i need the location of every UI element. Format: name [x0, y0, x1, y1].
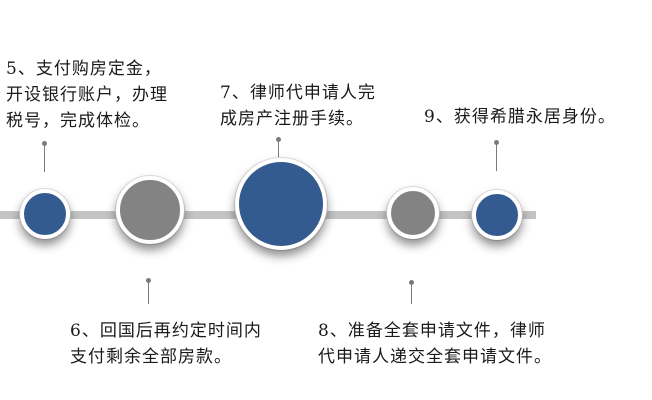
step-6-connector [148, 280, 149, 304]
step-6-line-2: 支付剩余全部房款。 [70, 347, 232, 367]
step-9-node [472, 190, 522, 240]
step-5-line-3: 税号，完成体检。 [6, 111, 150, 131]
step-5-connector-dot [42, 141, 47, 146]
step-5-node [20, 189, 70, 239]
step-9-connector-dot [494, 140, 499, 145]
step-6-line-1: 6、回国后再约定时间内 [70, 321, 262, 341]
step-7-connector [278, 140, 279, 160]
step-8-text: 8、准备全套申请文件，律师 代申请人递交全套申请文件。 [318, 318, 552, 370]
step-9-text: 9、获得希腊永居身份。 [424, 104, 616, 130]
step-8-line-2: 代申请人递交全套申请文件。 [318, 347, 552, 367]
step-7-text: 7、律师代申请人完 成房产注册手续。 [220, 80, 376, 132]
step-9-line-1: 9、获得希腊永居身份。 [424, 107, 616, 127]
step-5-line-2: 开设银行账户，办理 [6, 85, 168, 105]
step-5-connector [44, 144, 45, 172]
step-7-connector-dot [276, 137, 281, 142]
step-7-node [235, 158, 327, 250]
step-6-text: 6、回国后再约定时间内 支付剩余全部房款。 [70, 318, 262, 370]
step-9-connector [496, 143, 497, 171]
step-7-line-2: 成房产注册手续。 [220, 109, 364, 129]
step-5-line-1: 5、支付购房定金， [6, 59, 162, 79]
step-8-line-1: 8、准备全套申请文件，律师 [318, 321, 546, 341]
step-8-node [387, 187, 439, 239]
step-8-connector [411, 282, 412, 304]
step-7-line-1: 7、律师代申请人完 [220, 83, 376, 103]
step-6-node [116, 176, 184, 244]
step-5-text: 5、支付购房定金， 开设银行账户，办理 税号，完成体检。 [6, 56, 168, 134]
